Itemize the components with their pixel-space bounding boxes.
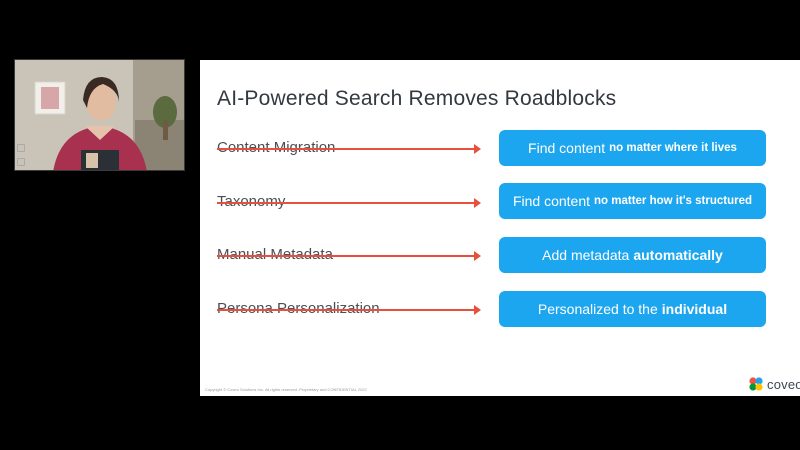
strike-arrow (217, 144, 481, 154)
roadblock-row: Manual Metadata Add metadata automatical… (200, 235, 800, 275)
roadblock-row: Persona Personalization Personalized to … (200, 289, 800, 329)
video-controls (15, 144, 27, 170)
solution-emphasis: individual (661, 301, 728, 317)
roadblock-label: Persona Personalization (217, 300, 380, 317)
presentation-slide: AI-Powered Search Removes Roadblocks Con… (200, 60, 800, 396)
strike-arrow (217, 251, 481, 261)
roadblock-label: Taxonomy (217, 193, 285, 210)
solution-emphasis: no matter how it's structured (594, 195, 753, 207)
solution-emphasis: automatically (633, 247, 723, 263)
coveo-logo: coveo (748, 376, 800, 392)
roadblock-row: Taxonomy Find content no matter how it's… (200, 182, 800, 222)
solution-lead: Find content (512, 193, 591, 209)
presenter-video-tile[interactable] (14, 59, 185, 171)
logo-text: coveo (767, 376, 800, 392)
roadblock-row: Content Migration Find content no matter… (200, 128, 800, 168)
solution-pill: Find content no matter how it's structur… (499, 183, 766, 219)
presenter-video (15, 60, 184, 170)
solution-pill: Add metadata automatically (499, 237, 766, 273)
camera-icon[interactable] (17, 144, 25, 152)
solution-lead: Find content (528, 140, 606, 156)
solution-emphasis: no matter where it lives (609, 142, 737, 154)
strike-arrow (217, 305, 481, 315)
solution-lead: Add metadata (542, 247, 630, 263)
roadblock-label: Content Migration (217, 139, 335, 156)
slide-footer: Copyright © Coveo Solutions Inc. All rig… (205, 387, 367, 392)
solution-pill: Find content no matter where it lives (499, 130, 766, 166)
slide-title: AI-Powered Search Removes Roadblocks (217, 87, 617, 110)
solution-lead: Personalized to the (537, 301, 658, 317)
coveo-logo-icon (749, 377, 763, 391)
strike-arrow (217, 198, 481, 208)
solution-pill: Personalized to the individual (499, 291, 766, 327)
roadblock-label: Manual Metadata (217, 246, 333, 263)
mic-icon[interactable] (17, 158, 25, 166)
